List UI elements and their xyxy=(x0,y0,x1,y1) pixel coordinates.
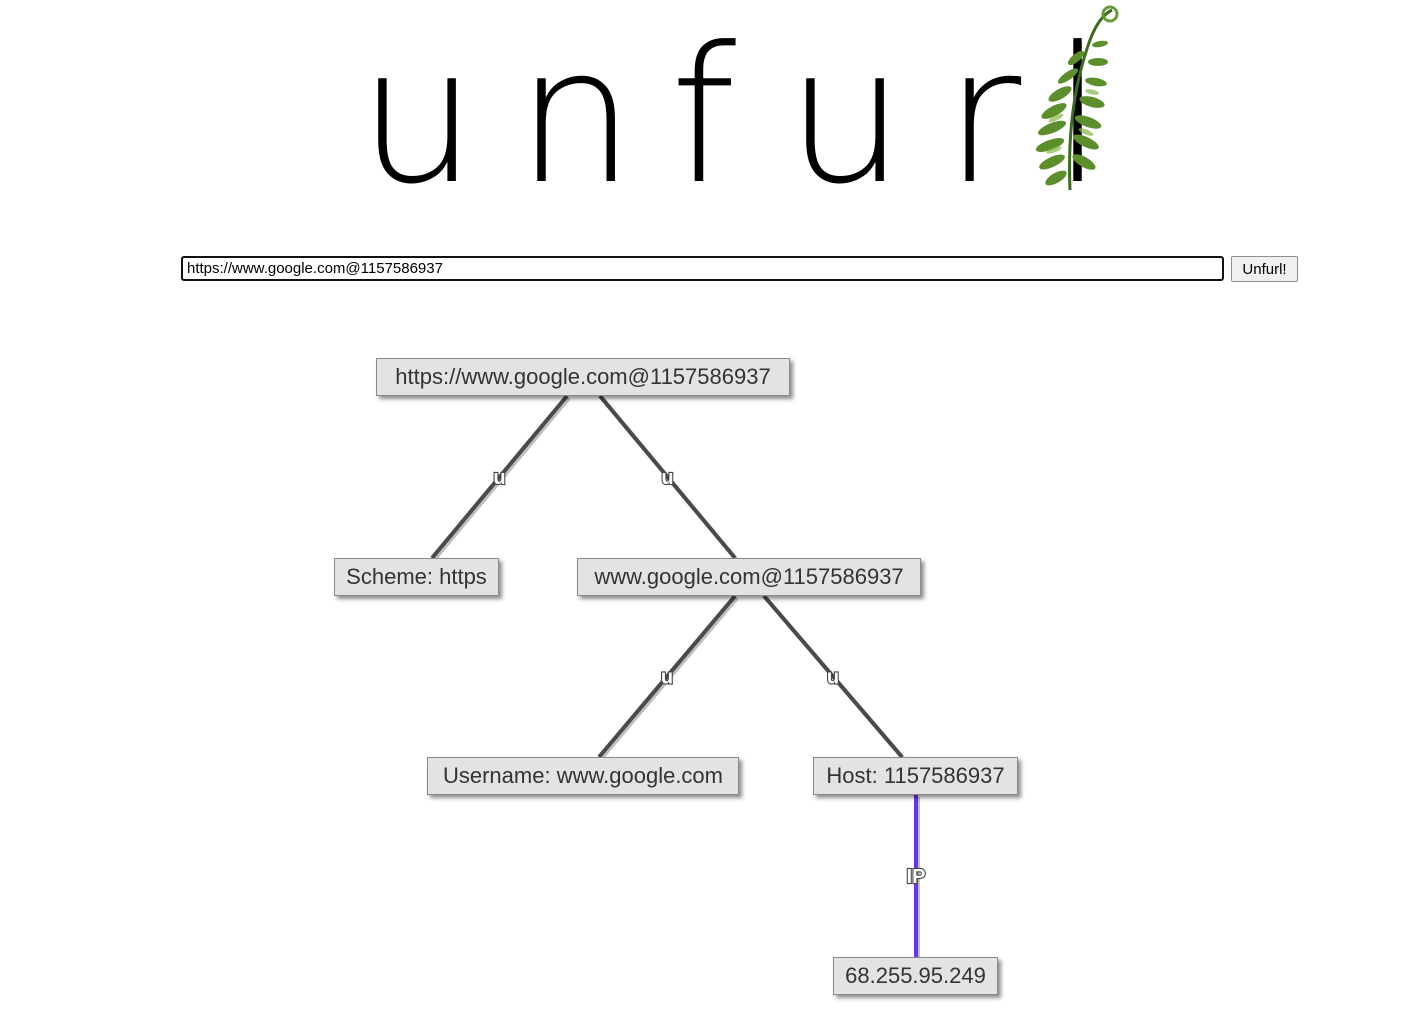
node-root[interactable]: https://www.google.com@1157586937 xyxy=(376,358,790,396)
edge-label-authority-host: u xyxy=(827,667,839,689)
node-host[interactable]: Host: 1157586937 xyxy=(813,757,1018,795)
logo-letter-f: f xyxy=(670,7,737,226)
unfurl-logo: u n f u r l xyxy=(340,0,1140,215)
edge-label-root-scheme: u xyxy=(493,467,505,489)
logo-letter-u2: u xyxy=(786,7,906,226)
logo-letter-n: n xyxy=(516,7,636,226)
node-authority[interactable]: www.google.com@1157586937 xyxy=(577,558,921,596)
fern-icon xyxy=(1035,5,1119,191)
edge-authority-username[interactable] xyxy=(597,594,737,759)
edge-label-host-ip: IP xyxy=(907,866,926,888)
edge-label-root-authority: u xyxy=(661,467,673,489)
logo-letter-u1: u xyxy=(358,7,478,226)
edge-root-authority[interactable] xyxy=(598,394,737,560)
node-ip[interactable]: 68.255.95.249 xyxy=(833,957,998,995)
logo-letter-r: r xyxy=(944,7,1022,226)
url-input[interactable] xyxy=(181,256,1224,281)
edge-authority-host[interactable] xyxy=(762,594,904,759)
node-scheme[interactable]: Scheme: https xyxy=(334,558,499,596)
node-username[interactable]: Username: www.google.com xyxy=(427,757,739,795)
unfurl-button[interactable]: Unfurl! xyxy=(1231,256,1298,282)
edge-shadow-root-scheme xyxy=(432,396,571,562)
edge-label-authority-username: u xyxy=(661,667,673,689)
edge-shadow-authority-username xyxy=(599,596,739,761)
edge-root-scheme[interactable] xyxy=(430,394,569,560)
